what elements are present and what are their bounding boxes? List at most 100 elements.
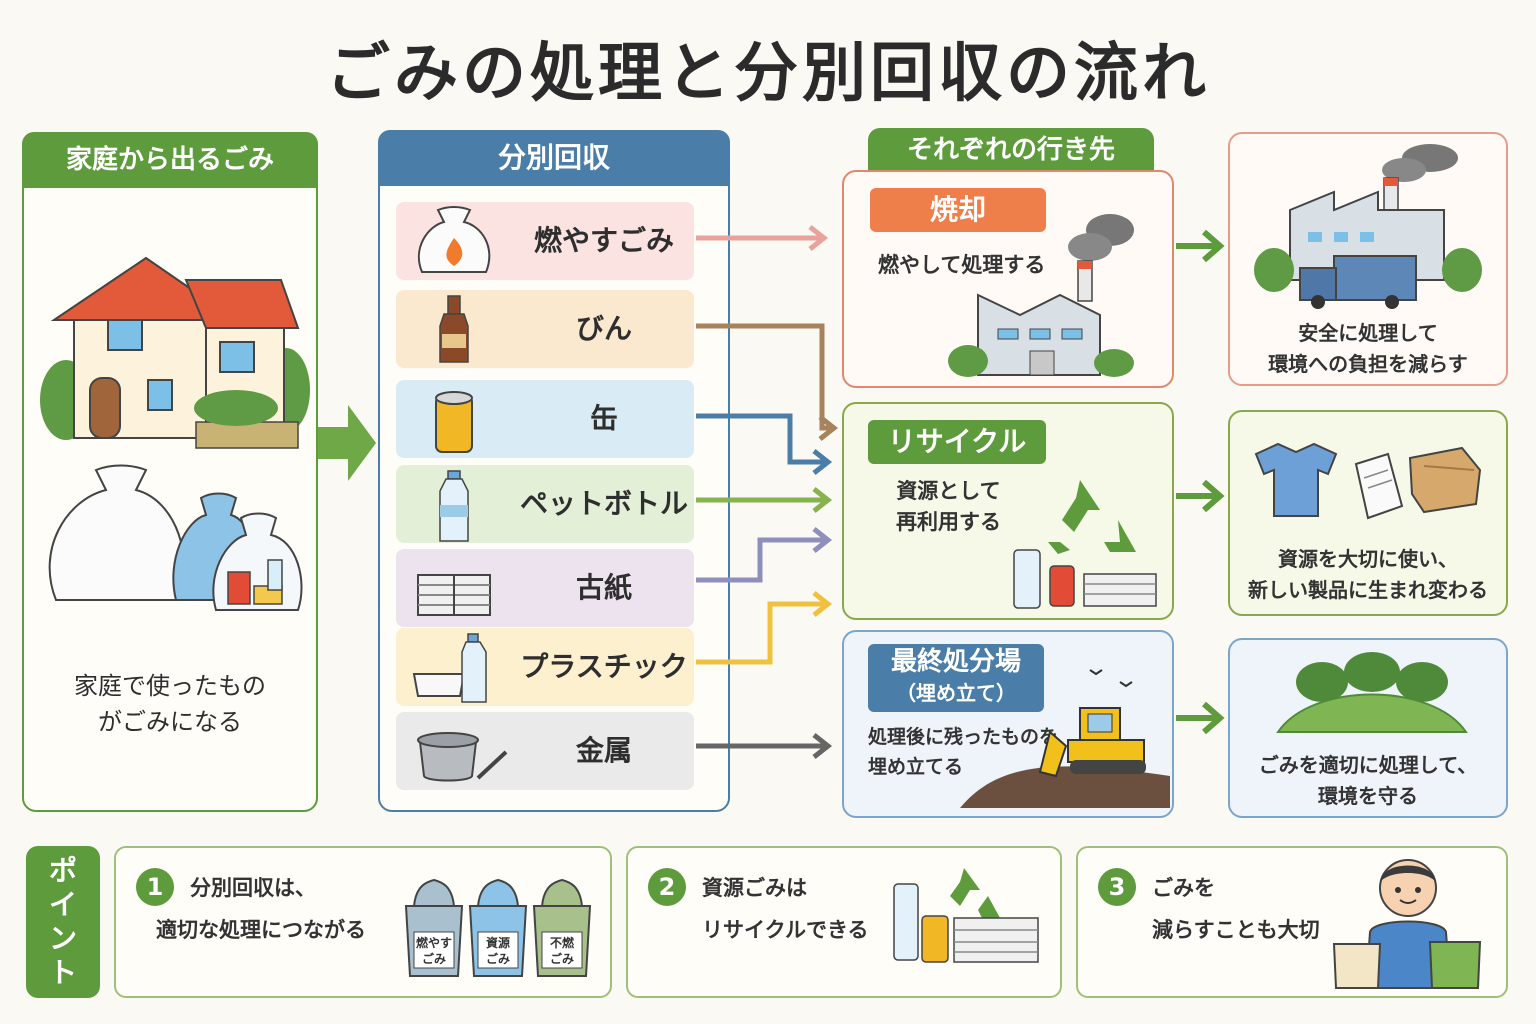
point-1-card — [114, 846, 612, 998]
recycle-text: 資源として 再利用する — [896, 476, 1001, 538]
category-burnable: 燃やすごみ — [396, 202, 694, 280]
points-tab: ポイント — [26, 846, 100, 998]
bin-label-bg-1 — [477, 931, 519, 969]
bin-top-2 — [540, 878, 584, 907]
bin-label-text: ごみ — [486, 951, 510, 966]
flow-arrow-5 — [696, 601, 826, 665]
flow-arrow-1 — [696, 323, 832, 431]
point-2-number: 2 — [648, 868, 686, 906]
newspaper-icon — [417, 574, 491, 616]
bin-label-bg-0 — [413, 931, 455, 969]
point-3-line2: 減らすことも大切 — [1152, 918, 1320, 942]
green-hill-icon — [1276, 652, 1468, 733]
pet-bottle-icon — [439, 470, 469, 542]
can-icon — [435, 391, 473, 453]
category-label: 金属 — [575, 734, 632, 767]
burnable-bag-icon — [417, 206, 491, 273]
bin-label-bg-2 — [541, 931, 583, 969]
incineration-label: 焼却 — [870, 188, 1046, 232]
bin-top-1 — [476, 878, 520, 907]
flow-arrowhead-4 — [812, 527, 833, 553]
bottle-icon — [439, 295, 469, 363]
incineration-text: 燃やして処理する — [878, 253, 1046, 277]
point-2-line2: リサイクルできる — [702, 918, 869, 942]
flow-arrowhead-0 — [808, 225, 829, 251]
category-plastic: プラスチック — [396, 628, 694, 706]
result-incineration-line1: 安全に処理して — [1298, 321, 1438, 345]
points-tab-label: ポイント — [48, 854, 77, 989]
flow-arrowhead-3 — [812, 487, 833, 513]
point-1-number: 1 — [136, 868, 174, 906]
category-label: 缶 — [589, 402, 618, 435]
arrow-to-sorting-icon — [318, 405, 376, 481]
arrow-incineration-result-icon — [1176, 229, 1225, 263]
point-1-line2: 適切な処理につながる — [156, 918, 366, 942]
household-desc-line2: がごみになる — [98, 708, 242, 736]
plastic-icon — [412, 633, 487, 703]
landfill-text-line2: 埋め立てる — [868, 756, 964, 778]
landfill-label-line1: 最終処分場 — [890, 647, 1021, 677]
destinations-tab: それぞれの行き先 — [868, 128, 1154, 172]
result-recycle-line2: 新しい製品に生まれ変わる — [1248, 578, 1488, 602]
bin-label-text: 資源 — [486, 935, 510, 950]
category-paper: 古紙 — [396, 549, 694, 627]
category-pet-bottle: ペットボトル — [396, 465, 694, 543]
flow-arrowhead-6 — [812, 733, 833, 759]
garbage-bags-icon — [48, 464, 303, 611]
category-label: ペットボトル — [519, 487, 688, 520]
bin-label-text: ごみ — [422, 951, 446, 966]
bin-top-0 — [412, 878, 456, 907]
house-icon — [40, 256, 310, 449]
recycle-text-line1: 資源として — [896, 479, 1001, 503]
household-tab: 家庭から出るごみ — [22, 132, 318, 188]
category-metal: 金属 — [396, 712, 694, 790]
flow-arrowhead-1 — [818, 415, 839, 441]
flow-arrowhead-5 — [812, 591, 833, 617]
category-label: 燃やすごみ — [533, 224, 674, 257]
bin-label-text: ごみ — [550, 951, 574, 966]
person-with-bags-icon — [1332, 859, 1482, 989]
flow-arrow-2 — [696, 413, 826, 465]
factory-truck-icon — [1254, 144, 1482, 309]
category-label: 古紙 — [575, 571, 632, 604]
household-panel — [22, 132, 318, 812]
result-incineration-text: 安全に処理して 環境への負担を減らす — [1228, 318, 1508, 380]
flow-arrowhead-2 — [812, 449, 833, 475]
household-desc-line1: 家庭で使ったもの — [74, 672, 266, 700]
result-incineration-line2: 環境への負担を減らす — [1268, 352, 1468, 376]
flow-arrow-4 — [696, 537, 826, 583]
landfill-label: 最終処分場 （埋め立て） — [868, 644, 1044, 712]
result-landfill-line1: ごみを適切に処理して、 — [1258, 753, 1478, 777]
bulldozer-icon — [960, 669, 1170, 808]
page-title: ごみの処理と分別回収の流れ — [326, 37, 1210, 111]
recycled-products-icon — [1254, 442, 1482, 520]
bin-label-text: 燃やす — [416, 935, 452, 950]
result-recycle-line1: 資源を大切に使い、 — [1278, 547, 1458, 571]
point-2-line1: 資源ごみは — [702, 876, 807, 900]
point-1-line1: 分別回収は、 — [190, 876, 316, 900]
landfill-text: 処理後に残ったものを 埋め立てる — [868, 722, 1058, 782]
recycle-text-line2: 再利用する — [896, 510, 1001, 534]
point-3-line1: ごみを — [1152, 876, 1215, 900]
category-label: プラスチック — [520, 650, 688, 683]
point-3-number: 3 — [1098, 868, 1136, 906]
bin-label-text: 不燃 — [550, 935, 575, 950]
incinerator-icon — [948, 214, 1134, 377]
pot-icon — [417, 732, 508, 782]
recyclables-icon — [893, 868, 1039, 963]
arrow-recycle-result-icon — [1176, 479, 1225, 513]
recycle-icon — [1013, 480, 1157, 609]
household-description: 家庭で使ったもの がごみになる — [40, 668, 300, 740]
result-recycle-text: 資源を大切に使い、 新しい製品に生まれ変わる — [1228, 544, 1508, 606]
result-landfill-text: ごみを適切に処理して、 環境を守る — [1228, 750, 1508, 812]
recycle-label: リサイクル — [868, 420, 1046, 464]
category-bottle: びん — [396, 290, 694, 368]
result-landfill-line2: 環境を守る — [1318, 784, 1418, 808]
landfill-text-line1: 処理後に残ったものを — [868, 726, 1059, 748]
category-can: 缶 — [396, 380, 694, 458]
arrow-landfill-result-icon — [1176, 701, 1225, 735]
category-label: びん — [575, 312, 632, 345]
sorting-tab: 分別回収 — [378, 130, 730, 186]
